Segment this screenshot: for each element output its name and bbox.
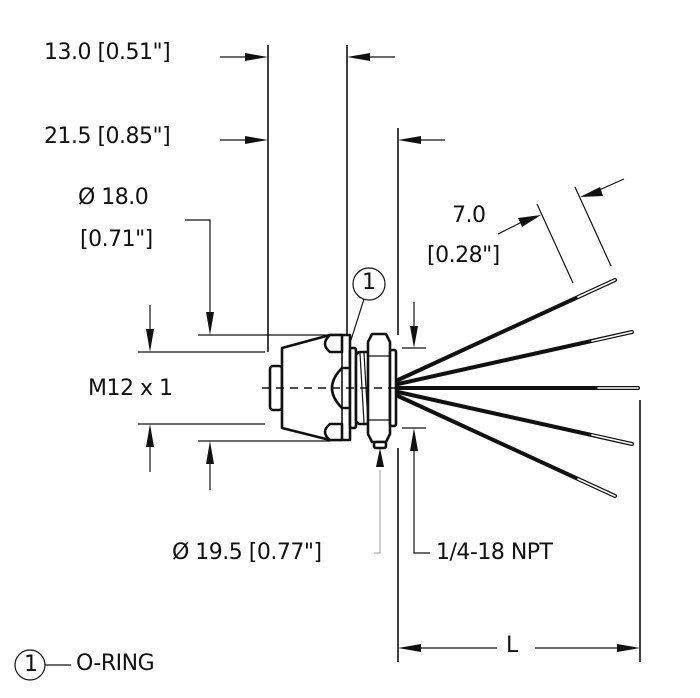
hex-base — [372, 440, 388, 450]
m12-arrowhead-bottom — [146, 424, 154, 447]
wire-2-inner — [591, 331, 633, 342]
item-callout-number: 1 — [362, 270, 376, 295]
dia-18-label-line1: Ø 18.0 — [78, 185, 149, 210]
dia-19-label: Ø 19.5 [0.77"] — [172, 540, 322, 565]
dia-18-label-line2: [0.71"] — [80, 227, 153, 252]
strip-length-label-line2: [0.28"] — [427, 243, 500, 268]
l-arrowhead-left — [398, 644, 421, 652]
wire-1-inner — [577, 279, 616, 298]
dim-21-arrowhead-left — [245, 136, 268, 144]
strip-ext-2 — [574, 186, 612, 267]
strip-arrow-line-right — [596, 178, 625, 192]
dim-21-arrowhead-right — [398, 136, 421, 144]
strip-length-label-line1: 7.0 — [452, 203, 486, 228]
strip-arrowhead-right — [580, 187, 603, 197]
npt-arrowhead-bottom — [410, 428, 418, 451]
dia-19-leader — [374, 470, 381, 554]
wire-4-inner — [591, 434, 633, 445]
dim-13-label: 13.0 [0.51"] — [44, 40, 171, 65]
dim-13-arrowhead-right — [347, 53, 370, 61]
dim-21-label: 21.5 [0.85"] — [44, 124, 171, 149]
nut-knurl-mid — [330, 366, 352, 410]
l-arrowhead-right — [617, 644, 640, 652]
dia-18-leader — [185, 219, 211, 330]
item-callout-leader — [350, 298, 365, 341]
wire-5-inner — [577, 478, 616, 497]
strip-arrow-line-left — [497, 222, 521, 235]
dim-13-arrowhead-left — [245, 53, 268, 61]
thread-label: M12 x 1 — [88, 376, 173, 401]
dia-18-arrowhead — [206, 312, 214, 335]
dia-19-arrowhead — [376, 448, 384, 467]
npt-label: 1/4-18 NPT — [436, 540, 553, 565]
item-callout-circle — [352, 267, 386, 301]
legend-label: O-RING — [76, 651, 155, 676]
strip-arrowhead-left — [518, 215, 541, 227]
length-label: L — [506, 633, 518, 658]
m12-arrowhead-top — [146, 329, 154, 352]
npt-arrowhead-top — [410, 326, 418, 348]
legend-callout-number: 1 — [24, 652, 38, 677]
wires — [396, 278, 640, 498]
nut-knurl-bottom — [323, 422, 344, 442]
nut-knurl-top — [323, 333, 344, 354]
dia-18-arrowhead-bottom — [206, 441, 214, 464]
strip-ext-1 — [536, 203, 574, 284]
npt-leader — [413, 446, 430, 554]
